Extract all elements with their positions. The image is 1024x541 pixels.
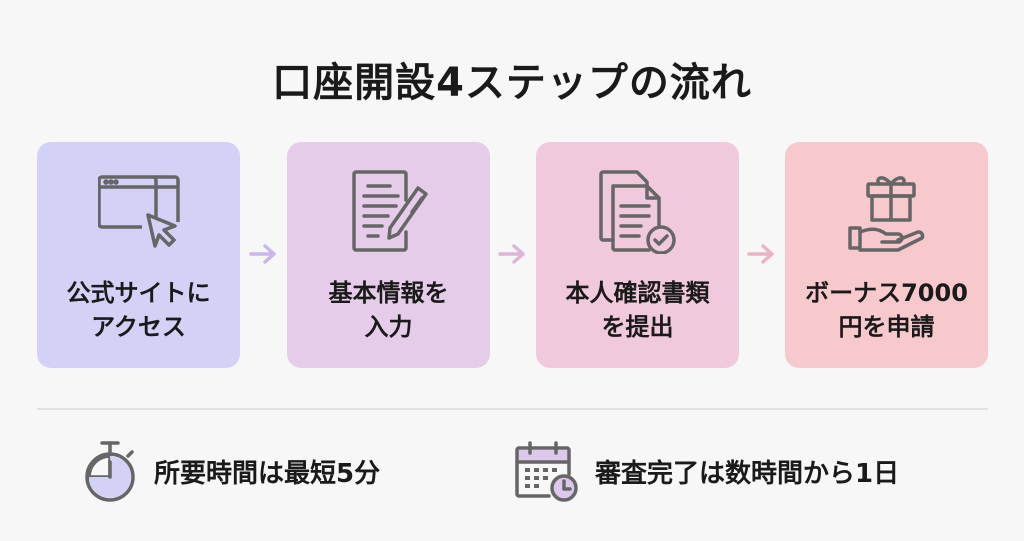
- step-card-4: ボーナス7000 円を申請: [785, 142, 988, 368]
- step-card-3: 本人確認書類を提出: [536, 142, 739, 368]
- browser-cursor-icon: [98, 175, 180, 248]
- arrow-right-icon: [747, 244, 774, 264]
- arrow-right-icon: [498, 244, 525, 264]
- note-review: 審査完了は数時間から1日: [515, 440, 899, 502]
- calendar-clock-icon: [515, 441, 578, 502]
- step-3-line1: 本人確認書類: [565, 279, 710, 307]
- gift-hand-icon: [848, 176, 925, 252]
- note-time-text: 所要時間は最短5分: [154, 458, 381, 489]
- step-2-line2: 入力: [364, 313, 413, 341]
- note-time: 所要時間は最短5分: [82, 440, 380, 502]
- stopwatch-icon: [85, 441, 135, 502]
- document-pen-icon: [352, 170, 428, 252]
- divider: [37, 408, 988, 410]
- step-card-1: 公式サイトにアクセス: [37, 142, 240, 368]
- note-review-text: 審査完了は数時間から1日: [595, 458, 900, 489]
- step-1-line2: アクセス: [91, 313, 186, 341]
- page-title: 口座開設4ステップの流れ: [272, 60, 752, 106]
- step-1-line1: 公式サイトに: [66, 279, 211, 307]
- step-4-line2: 円を申請: [838, 313, 935, 341]
- documents-check-icon: [599, 170, 676, 254]
- step-3-line2: を提出: [601, 313, 674, 341]
- step-2-line1: 基本情報を: [328, 279, 449, 307]
- step-4-line1: ボーナス7000: [805, 279, 968, 307]
- arrow-right-icon: [249, 244, 276, 264]
- step-card-2: 基本情報を入力: [287, 142, 490, 368]
